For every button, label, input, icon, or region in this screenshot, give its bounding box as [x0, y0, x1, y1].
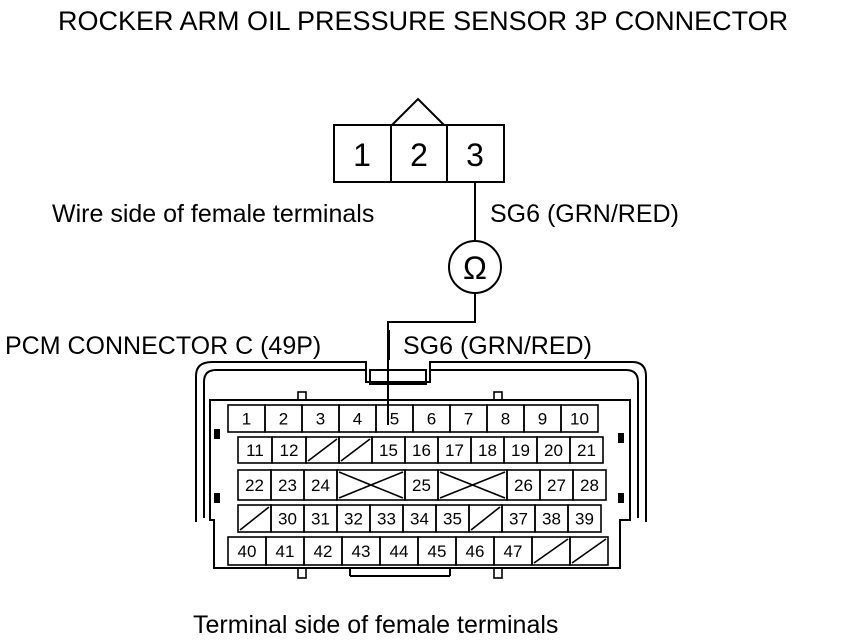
pcm-terminal-label: 24 — [311, 476, 330, 495]
sensor-terminal-1: 1 — [353, 137, 371, 173]
pcm-terminal-label: 7 — [464, 410, 473, 429]
pcm-terminal-label: 39 — [575, 510, 594, 529]
pcm-terminal-label: 28 — [580, 476, 599, 495]
pcm-terminal-label: 38 — [542, 510, 561, 529]
unused-terminal-mark — [533, 538, 569, 564]
pcm-terminal-label: 47 — [504, 542, 523, 561]
pcm-terminal-label: 45 — [428, 542, 447, 561]
pcm-terminal-label: 40 — [238, 542, 257, 561]
pcm-terminal-label: 35 — [443, 510, 462, 529]
pcm-terminal-label: 33 — [377, 510, 396, 529]
pcm-terminal-label: 37 — [509, 510, 528, 529]
connector-lock-tab — [369, 369, 427, 385]
pcm-terminal-label: 2 — [279, 410, 288, 429]
unused-terminal-mark — [338, 471, 404, 499]
sensor-wire-label: SG6 (GRN/RED) — [490, 200, 679, 228]
pcm-terminal-label: 27 — [547, 476, 566, 495]
pcm-terminal-label: 12 — [280, 441, 299, 460]
unused-terminal-mark — [340, 438, 371, 462]
pcm-terminal-label: 17 — [445, 441, 464, 460]
pcm-terminal-label: 8 — [501, 410, 510, 429]
pcm-terminal-label: 44 — [390, 542, 409, 561]
pcm-cell-r4-c11 — [567, 504, 602, 533]
pcm-terminal-label: 26 — [514, 476, 533, 495]
pcm-terminal-label: 16 — [412, 441, 431, 460]
pcm-terminal-label: 20 — [544, 441, 563, 460]
pcm-terminal-label: 32 — [344, 510, 363, 529]
unused-terminal-mark — [307, 438, 338, 462]
pcm-wire-label: SG6 (GRN/RED) — [403, 332, 592, 360]
pcm-terminal-label: 4 — [353, 410, 362, 429]
connector-body — [333, 124, 505, 183]
unused-terminal-mark — [571, 538, 607, 564]
pcm-terminal-label: 1 — [242, 410, 251, 429]
unused-terminal-mark — [439, 471, 506, 499]
pcm-terminal-label: 11 — [246, 441, 264, 460]
wire-to-pcm — [387, 293, 476, 425]
pcm-terminal-label: 6 — [427, 410, 436, 429]
pcm-terminal-label: 34 — [410, 510, 429, 529]
pcm-terminal-label: 9 — [538, 410, 547, 429]
pcm-terminal-label: 10 — [570, 410, 589, 429]
pcm-terminal-label: 25 — [412, 476, 431, 495]
pcm-connector-housing — [195, 361, 647, 579]
sensor-3p-connector: 1 2 3 — [333, 97, 505, 183]
pcm-cell-r5-c10 — [569, 536, 609, 566]
connector-key-tab — [391, 97, 445, 126]
pcm-terminal-label: 18 — [478, 441, 497, 460]
pcm-terminal-label: 19 — [511, 441, 530, 460]
sensor-view-caption: Wire side of female terminals — [52, 200, 374, 228]
pcm-terminal-label: 3 — [316, 410, 325, 429]
pcm-cell-r1-c10 — [560, 404, 599, 433]
pcm-terminal-label: 5 — [390, 410, 399, 429]
pcm-terminal-label: 46 — [466, 542, 485, 561]
unused-terminal-mark — [239, 506, 270, 531]
unused-terminal-mark — [470, 506, 501, 531]
pcm-terminal-label: 15 — [379, 441, 398, 460]
pcm-view-caption: Terminal side of female terminals — [193, 611, 558, 639]
ohm-symbol: Ω — [463, 250, 487, 286]
pcm-terminal-label: 30 — [278, 510, 297, 529]
sensor-terminal-3: 3 — [466, 137, 484, 173]
pcm-cell-r2-c11 — [569, 436, 604, 464]
pcm-terminal-label: 21 — [577, 441, 596, 460]
pcm-terminal-label: 42 — [314, 542, 333, 561]
pcm-terminal-label: 41 — [276, 542, 295, 561]
pcm-terminal-label: 23 — [278, 476, 297, 495]
pcm-connector-title: PCM CONNECTOR C (49P) — [5, 332, 321, 360]
pcm-terminal-label: 31 — [311, 510, 330, 529]
sensor-terminal-2: 2 — [410, 137, 428, 173]
diagram-title: ROCKER ARM OIL PRESSURE SENSOR 3P CONNEC… — [58, 6, 788, 36]
pcm-terminal-label: 22 — [245, 476, 264, 495]
pcm-terminal-label: 43 — [352, 542, 371, 561]
pcm-cell-r3-c9 — [572, 469, 607, 501]
